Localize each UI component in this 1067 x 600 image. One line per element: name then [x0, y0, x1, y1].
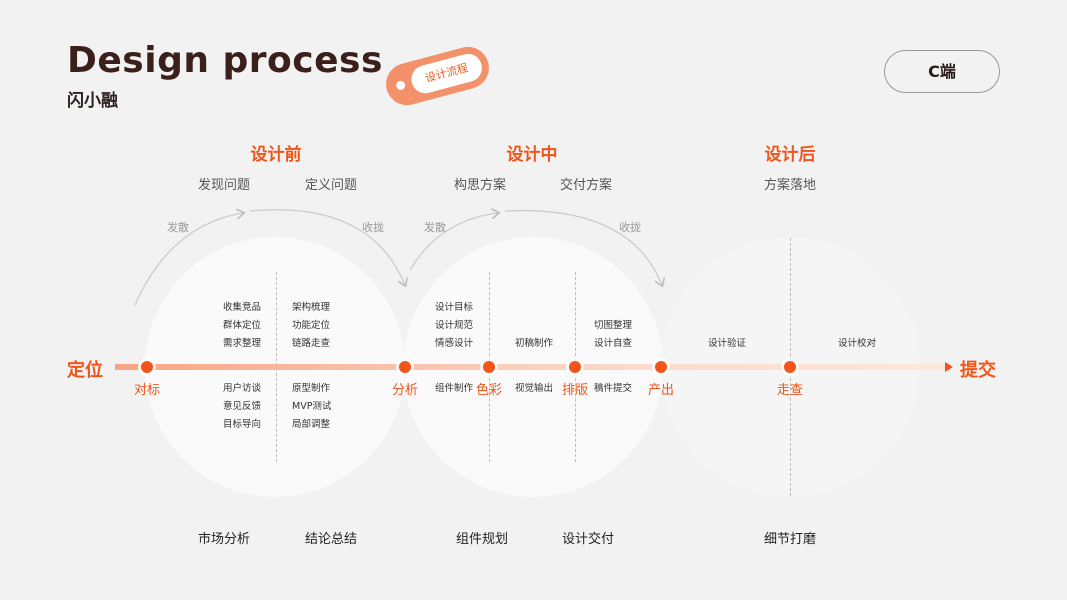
step: 构思方案 — [453, 178, 507, 193]
output-label: 结论总结 — [304, 532, 358, 547]
timeline-dot[interactable] — [483, 361, 495, 373]
task: MVP测试 — [292, 401, 332, 412]
timeline-dot[interactable] — [655, 361, 667, 373]
task: 链路走查 — [292, 338, 331, 349]
timeline-dot[interactable] — [141, 361, 153, 373]
timeline-start: 定位 — [67, 360, 103, 381]
task: 设计自查 — [594, 338, 633, 349]
phase-after: 设计后 — [764, 145, 816, 165]
output-label: 组件规划 — [455, 532, 509, 547]
timeline-end: 提交 — [960, 360, 996, 381]
timeline-bar — [115, 364, 947, 370]
task-list: 收集竞品群体定位需求整理 — [223, 299, 261, 353]
task: 设计目标 — [435, 302, 474, 313]
output-label: 市场分析 — [197, 532, 251, 547]
task: 视觉输出 — [515, 383, 554, 394]
timeline-dot[interactable] — [784, 361, 796, 373]
task: 情感设计 — [435, 338, 474, 349]
page-title: Design process — [67, 40, 383, 81]
task-list: 架构梳理功能定位链路走查 — [292, 299, 330, 353]
node-label: 对标 — [133, 383, 161, 398]
node-label: 色彩 — [475, 383, 503, 398]
task: 架构梳理 — [292, 302, 331, 313]
task: 群体定位 — [223, 320, 262, 331]
task: 收集竞品 — [223, 302, 262, 313]
node-label: 分析 — [391, 383, 419, 398]
node-label: 排版 — [561, 383, 589, 398]
task: 切图整理 — [594, 320, 633, 331]
output-label: 细节打磨 — [763, 532, 817, 547]
output-label: 设计交付 — [561, 532, 615, 547]
diverge-label: 发散 — [424, 221, 446, 234]
converge-label: 收拢 — [362, 221, 384, 234]
task-list: 设计目标设计规范情感设计 — [435, 299, 473, 353]
task: 原型制作 — [292, 383, 331, 394]
arrow-right-icon — [945, 362, 953, 372]
phase-during: 设计中 — [506, 145, 558, 165]
task: 设计规范 — [435, 320, 474, 331]
converge-label: 收拢 — [619, 221, 641, 234]
diverge-label: 发散 — [167, 221, 189, 234]
task-list: 用户访谈意见反馈目标导向 — [223, 380, 261, 434]
task: 局部调整 — [292, 419, 331, 430]
task-list: 切图整理设计自查 — [594, 317, 632, 353]
task: 稿件提交 — [594, 383, 633, 394]
task: 目标导向 — [223, 419, 262, 430]
task: 用户访谈 — [223, 383, 262, 394]
node-label: 产出 — [647, 383, 675, 398]
step: 交付方案 — [559, 178, 613, 193]
task: 需求整理 — [223, 338, 262, 349]
task: 意见反馈 — [223, 401, 262, 412]
task: 设计校对 — [838, 338, 877, 349]
task: 组件制作 — [435, 383, 474, 394]
task: 初稿制作 — [515, 338, 554, 349]
step: 发现问题 — [197, 178, 251, 193]
node-label: 走查 — [776, 383, 804, 398]
author-name: 闪小融 — [67, 91, 118, 111]
timeline-dot[interactable] — [399, 361, 411, 373]
step: 定义问题 — [304, 178, 358, 193]
timeline-dot[interactable] — [569, 361, 581, 373]
task-list: 原型制作 MVP测试局部调整 — [292, 380, 331, 434]
mode-button[interactable]: C端 — [884, 50, 1000, 93]
task: 功能定位 — [292, 320, 331, 331]
step: 方案落地 — [763, 178, 817, 193]
task: 设计验证 — [708, 338, 747, 349]
phase-before: 设计前 — [250, 145, 302, 165]
